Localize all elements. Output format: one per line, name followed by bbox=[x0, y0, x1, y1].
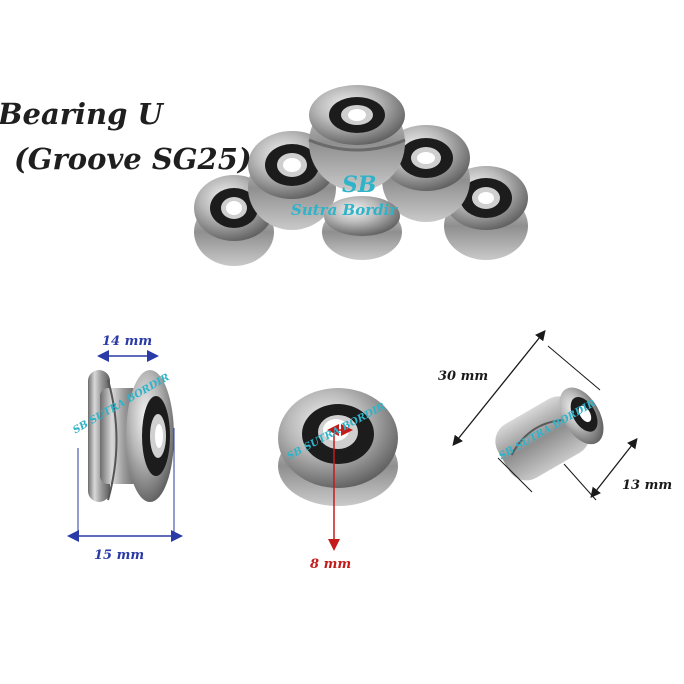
bearing-mid-left bbox=[248, 131, 336, 230]
bearing-front-view bbox=[278, 388, 398, 551]
watermark-brand: Sutra Bordir bbox=[291, 201, 398, 219]
bearing-right bbox=[444, 166, 528, 260]
dim-width-top: 14 mm bbox=[102, 334, 153, 349]
bearing-side-view bbox=[67, 350, 183, 542]
dim-outer-diameter: 30 mm bbox=[438, 369, 489, 384]
dim-inner-diameter: 8 mm bbox=[310, 557, 352, 572]
title-line-2: (Groove SG25) bbox=[14, 142, 252, 176]
watermark-logo: SB bbox=[342, 172, 377, 198]
dim-depth: 13 mm bbox=[622, 478, 673, 493]
bearing-bottom-center bbox=[322, 196, 402, 260]
title-line-1: Bearing U bbox=[0, 97, 163, 131]
bearing-top-center bbox=[308, 85, 406, 191]
bearing-group bbox=[194, 85, 528, 266]
dim-width-bottom: 15 mm bbox=[94, 548, 145, 563]
bearing-perspective-view bbox=[452, 329, 638, 501]
